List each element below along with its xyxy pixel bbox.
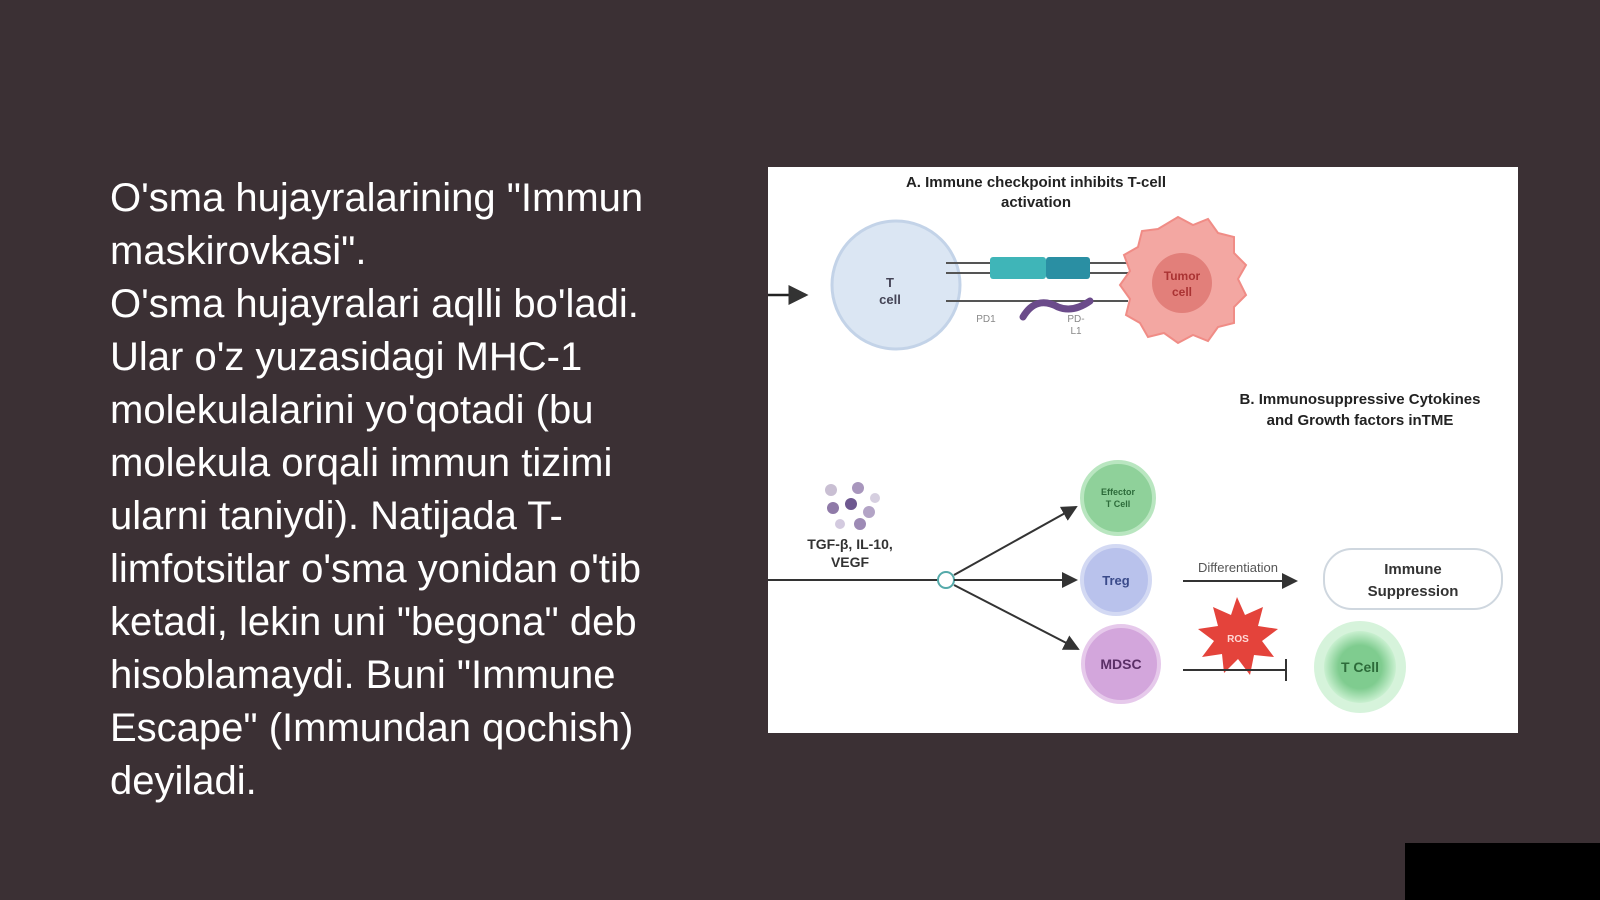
effector-label-line2: T Cell	[1106, 499, 1131, 509]
immune-escape-figure: A. Immune checkpoint inhibits T-cell act…	[768, 167, 1518, 733]
immune-suppression-box	[1323, 548, 1503, 610]
differentiation-label: Differentiation	[1198, 560, 1278, 575]
mdsc-cell	[1081, 624, 1161, 704]
branch-node	[937, 571, 955, 589]
arrow-to-mdsc	[953, 584, 1080, 650]
panel-b-title-line2: and Growth factors inTME	[1267, 412, 1454, 429]
pdl1-label-line1: PD-	[1067, 314, 1084, 325]
treg-label: Treg	[1102, 573, 1130, 588]
corner-black-box	[1405, 843, 1600, 900]
pdl1-label-line2: L1	[1070, 326, 1082, 337]
treg-cell	[1080, 544, 1152, 616]
suppression-label-line1: Immune	[1384, 561, 1442, 578]
effector-label-line1: Effector	[1101, 487, 1136, 497]
cytokine-dots	[825, 482, 880, 530]
t-cell-label-line1: T	[886, 275, 894, 290]
tumor-label-line1: Tumor	[1164, 269, 1201, 283]
arrow-to-effector	[953, 506, 1078, 576]
diagram-svg: A. Immune checkpoint inhibits T-cell act…	[768, 174, 1503, 713]
ros-starburst	[1198, 597, 1278, 675]
cytokines-label-line2: VEGF	[831, 554, 870, 570]
t-cell-label-line2: cell	[879, 292, 901, 307]
pd1-label: PD1	[976, 314, 996, 325]
panel-b-title-line1: B. Immunosuppressive Cytokines	[1240, 391, 1481, 408]
pd1-pdl1-link	[1019, 297, 1094, 321]
tumor-nucleus	[1152, 253, 1212, 313]
t-cell-circle	[830, 219, 962, 351]
tumor-label-line2: cell	[1172, 285, 1192, 299]
slide-body: O'sma hujayralari aqlli bo'ladi. Ular o'…	[110, 282, 642, 803]
slide-heading: O'sma hujayralarining "Immun maskirovkas…	[110, 176, 644, 273]
receptor-block-right	[1046, 257, 1090, 279]
inhibited-t-cell	[1324, 631, 1396, 703]
panel-a-title-line1: A. Immune checkpoint inhibits T-cell	[906, 174, 1166, 191]
cytokines-label-line1: TGF-β, IL-10,	[807, 536, 893, 552]
mdsc-label: MDSC	[1100, 656, 1141, 672]
receptor-block-left	[990, 257, 1046, 279]
panel-a-title-line2: activation	[1001, 194, 1071, 211]
suppression-label-line2: Suppression	[1368, 583, 1459, 600]
t-cell-label: T Cell	[1341, 659, 1379, 675]
ros-label: ROS	[1227, 634, 1249, 645]
effector-t-cell	[1080, 460, 1156, 536]
slide-text: O'sma hujayralarining "Immun maskirovkas…	[110, 172, 720, 808]
